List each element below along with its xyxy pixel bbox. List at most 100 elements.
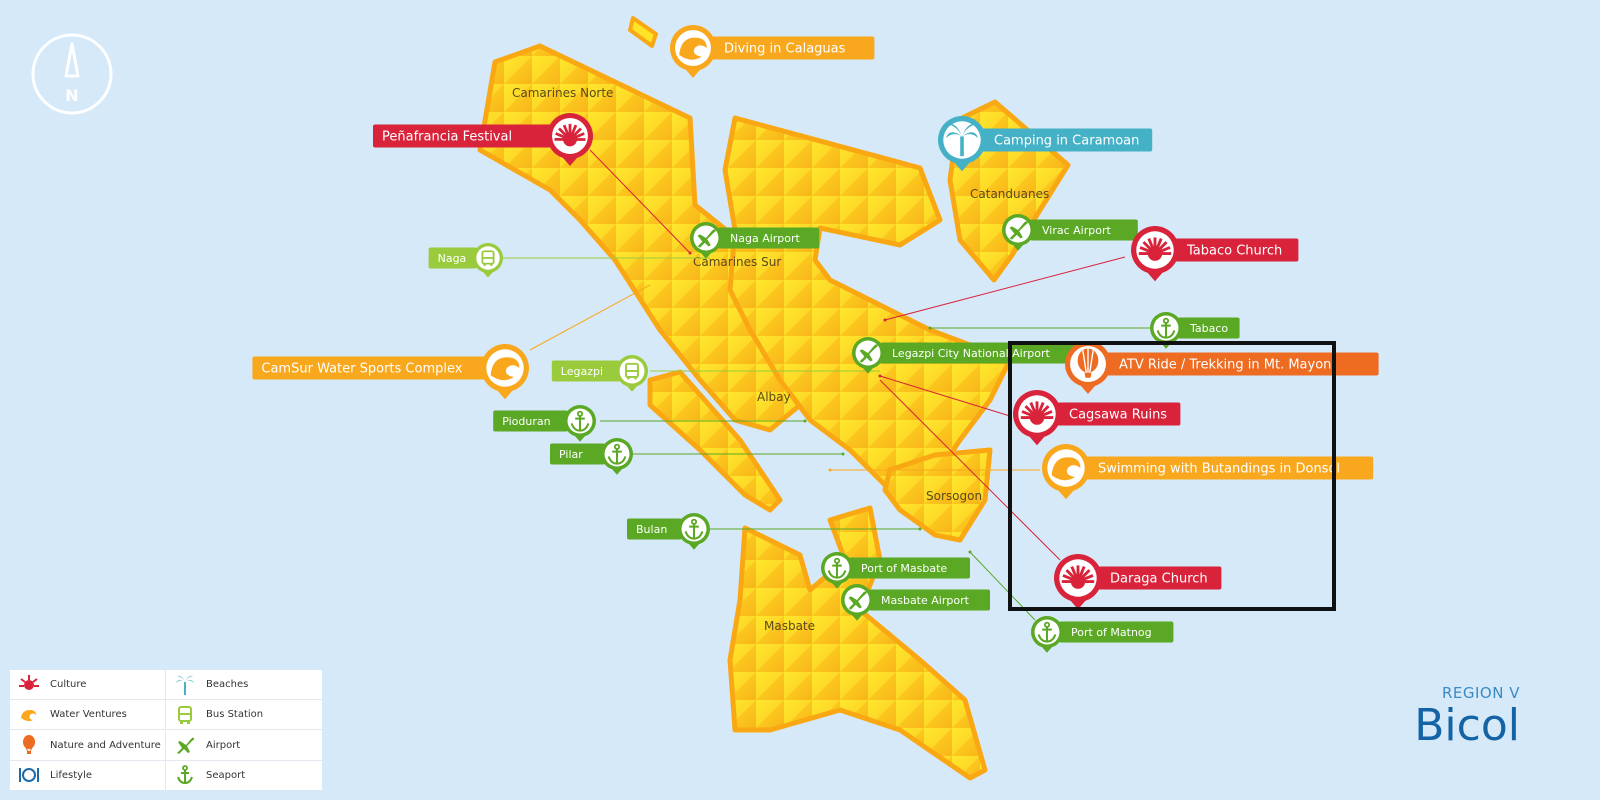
land-masbate — [727, 505, 988, 781]
mask-icon — [19, 674, 39, 690]
poi-naga-airport[interactable]: Naga Airport — [690, 222, 820, 259]
poi-pin — [1012, 244, 1024, 251]
legend-label: Bus Station — [206, 709, 264, 721]
province-label: Sorsogon — [926, 489, 982, 503]
poi-diving-in-calaguas[interactable]: Diving in Calaguas — [670, 25, 875, 78]
legend-item-airport: Airport — [165, 730, 322, 761]
palm-tree-icon — [945, 123, 979, 157]
region-name: Bicol — [1414, 700, 1520, 751]
poi-label: CamSur Water Sports Complex — [261, 362, 462, 377]
poi-label: Masbate Airport — [881, 594, 970, 607]
plane-icon — [859, 344, 878, 363]
poi-swimming-with-butandings-in-donsol[interactable]: Swimming with Butandings in Donsol — [1042, 444, 1374, 500]
wave-icon — [1051, 457, 1081, 481]
province-label: Camarines Norte — [512, 86, 613, 100]
land-west-peninsula — [647, 369, 783, 513]
legend-item-bus-station: Bus Station — [165, 700, 322, 731]
poi-port-of-matnog[interactable]: Port of Matnog — [1031, 616, 1174, 653]
mask-icon — [1020, 401, 1054, 425]
bus-icon — [481, 250, 495, 266]
poi-pin — [561, 156, 579, 166]
mask-icon — [554, 123, 586, 147]
region-subtitle: REGION V — [1441, 684, 1520, 702]
compass-icon: N — [31, 33, 113, 115]
bus-icon — [178, 705, 192, 724]
legend-label: Lifestyle — [50, 769, 93, 781]
poi-bulan[interactable]: Bulan — [627, 513, 710, 550]
province-label: Masbate — [764, 619, 815, 633]
poi-virac-airport[interactable]: Virac Airport — [1002, 214, 1138, 251]
palm-tree-icon — [176, 675, 194, 695]
poi-label-plate — [869, 589, 990, 611]
plane-icon — [177, 737, 195, 754]
legend-item-beaches: Beaches — [165, 670, 322, 700]
mask-icon — [1138, 237, 1172, 261]
poi-label: Legazpi City National Airport — [892, 347, 1050, 360]
highlight-box — [1008, 341, 1336, 611]
poi-camping-in-caramoan[interactable]: Camping in Caramoan — [938, 116, 1153, 172]
poi-penafrancia-festival[interactable]: Peñafrancia Festival — [373, 113, 593, 166]
legend-item-culture: Culture — [10, 670, 165, 700]
connector-cagsawa — [879, 375, 1011, 417]
wave-icon — [21, 709, 36, 721]
poi-label-plate — [627, 518, 682, 540]
legend: Culture Beaches Water Ventures Bus Stati… — [10, 670, 322, 790]
bus-icon — [625, 362, 639, 380]
poi-label: Daraga Church — [1110, 572, 1208, 587]
poi-label: Camping in Caramoan — [994, 134, 1139, 149]
poi-pin — [1041, 646, 1053, 653]
poi-legazpi[interactable]: Legazpi — [551, 355, 648, 392]
anchor-icon — [1156, 317, 1176, 339]
poi-camsur-water-sports-complex[interactable]: CamSur Water Sports Complex — [252, 344, 529, 400]
poi-tabaco-church[interactable]: Tabaco Church — [1131, 226, 1299, 282]
poi-label-plate — [373, 124, 551, 148]
connector-camsur — [529, 284, 651, 351]
compass: N — [30, 32, 114, 120]
poi-label: Peñafrancia Festival — [382, 130, 512, 145]
connector-lines — [500, 149, 1150, 621]
legend-label: Nature and Adventure — [50, 739, 161, 751]
poi-masbate-airport[interactable]: Masbate Airport — [841, 584, 990, 621]
poi-label: Pilar — [559, 448, 583, 461]
poi-atv-ride-trekking-mt-mayon[interactable]: ATV Ride / Trekking in Mt. Mayon — [1065, 341, 1379, 394]
poi-daraga-church[interactable]: Daraga Church — [1054, 554, 1222, 610]
legend-item-seaport: Seaport — [165, 760, 322, 790]
plane-icon — [848, 591, 867, 610]
poi-pin — [700, 252, 712, 259]
poi-label-plate — [982, 128, 1153, 152]
poi-port-of-masbate[interactable]: Port of Masbate — [821, 552, 970, 589]
poi-label-plate — [712, 36, 875, 60]
poi-label: Legazpi — [561, 365, 603, 378]
province-labels: Camarines Norte Camarines Sur Catanduane… — [512, 86, 1049, 633]
poi-pin — [626, 385, 638, 392]
poi-label-plate — [1059, 621, 1174, 643]
region-title: REGION V Bicol — [1414, 684, 1520, 750]
poi-label-plate — [428, 247, 477, 269]
legend-label: Water Ventures — [50, 709, 127, 721]
poi-pin — [496, 389, 514, 400]
poi-label: ATV Ride / Trekking in Mt. Mayon — [1119, 358, 1331, 373]
poi-label: Port of Masbate — [861, 562, 947, 575]
poi-pioduran[interactable]: Pioduran — [493, 405, 596, 442]
poi-label-plate — [493, 410, 568, 432]
poi-pin — [688, 543, 700, 550]
poi-label-plate — [1175, 238, 1299, 262]
poi-label: Naga Airport — [730, 232, 801, 245]
poi-tabaco[interactable]: Tabaco — [1150, 312, 1240, 349]
poi-naga[interactable]: Naga — [428, 243, 503, 278]
balloon-icon — [1077, 348, 1099, 378]
poi-label: Tabaco — [1189, 322, 1228, 335]
province-label: Albay — [757, 390, 791, 404]
poi-cagsawa-ruins[interactable]: Cagsawa Ruins — [1013, 390, 1181, 446]
poi-label: Tabaco Church — [1186, 244, 1282, 259]
connector-tabaco-church — [884, 256, 1126, 321]
poi-pilar[interactable]: Pilar — [550, 438, 633, 475]
legend-label: Beaches — [206, 679, 249, 690]
poi-pin — [1069, 599, 1087, 610]
poi-pin — [684, 68, 702, 78]
wave-icon — [679, 37, 707, 60]
poi-label-plate — [1057, 402, 1181, 426]
poi-label: Virac Airport — [1042, 224, 1111, 237]
